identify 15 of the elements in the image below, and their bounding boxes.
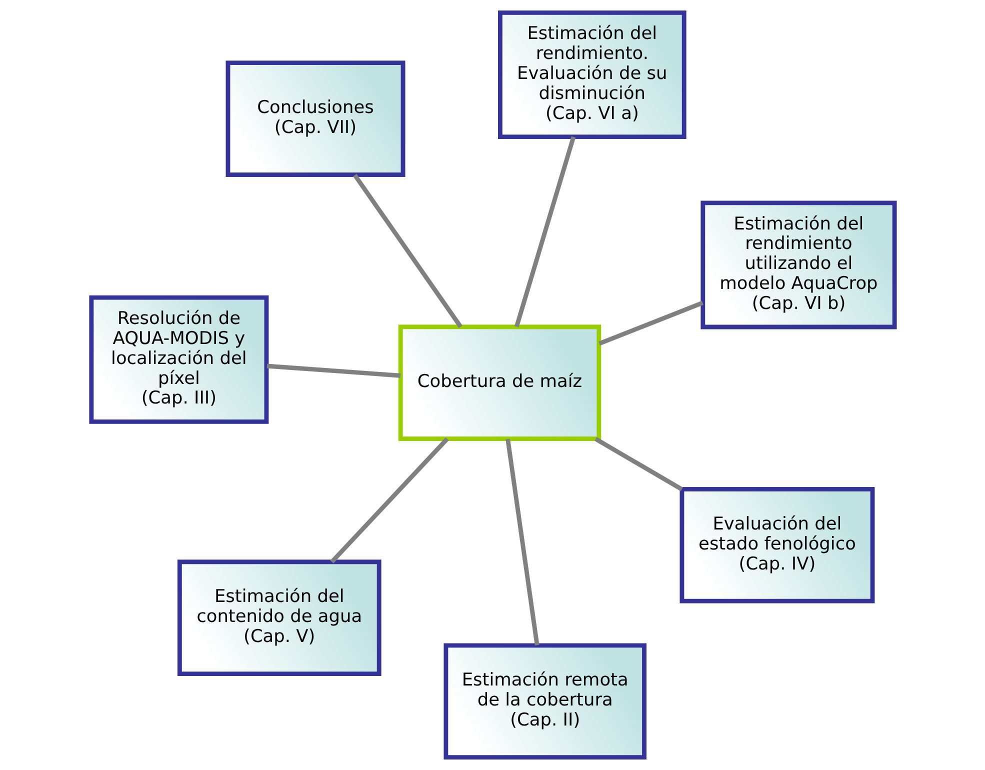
connector xyxy=(514,136,576,328)
node-box: Cobertura de maíz xyxy=(398,324,601,441)
node-box: Estimación del rendimiento. Evaluación de su disminución (Cap. VI a) xyxy=(497,10,686,139)
node-box: Conclusiones (Cap. VII) xyxy=(225,60,405,177)
node-box: Estimación del rendimiento utilizando el modelo AquaCrop (Cap. VI b) xyxy=(700,200,896,330)
connector xyxy=(505,438,539,646)
connector xyxy=(352,174,462,328)
node-box: Estimación remota de la cobertura (Cap. II) xyxy=(443,643,646,760)
connector xyxy=(330,437,448,564)
connector xyxy=(598,300,703,346)
node-box: Resolución de AQUA-MODIS y localización del píxel (Cap. III) xyxy=(88,295,268,424)
connector xyxy=(266,364,400,378)
node-box: Estimación del contenido de agua (Cap. V) xyxy=(176,560,381,676)
node-box: Evaluación del estado fenológico (Cap. IV) xyxy=(679,486,874,604)
connector xyxy=(594,437,682,492)
